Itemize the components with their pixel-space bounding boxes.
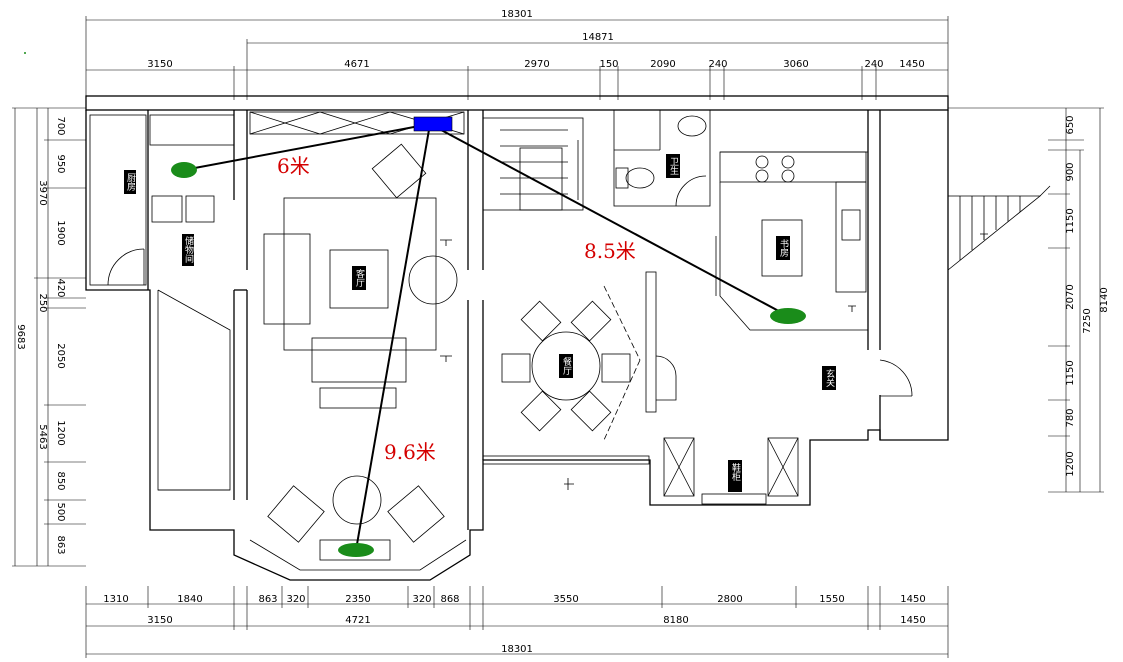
dim-bot2-1: 4721 bbox=[345, 615, 370, 626]
dim-bot-0: 1310 bbox=[103, 594, 128, 605]
dim-right-3: 2070 bbox=[1065, 284, 1076, 309]
dim-bot-5: 320 bbox=[412, 594, 431, 605]
room-study-tag: 书房 bbox=[776, 236, 790, 260]
dim-bot-9: 1550 bbox=[819, 594, 844, 605]
dim-left-1: 950 bbox=[55, 154, 66, 173]
dim-left-total: 9683 bbox=[15, 324, 26, 349]
dim-left-3: 420 bbox=[55, 278, 66, 297]
dim-top-5: 240 bbox=[708, 59, 727, 70]
room-entrance: 玄关 bbox=[824, 368, 835, 388]
dim-top-sub: 14871 bbox=[582, 32, 614, 43]
dim-right-6: 1200 bbox=[1065, 451, 1076, 476]
dim-left-7: 850 bbox=[55, 471, 66, 490]
dim-bot-8: 2800 bbox=[717, 594, 742, 605]
measure-living: 9.6米 bbox=[384, 440, 436, 464]
dim-top-6: 3060 bbox=[783, 59, 808, 70]
room-storage-left-tag: 储物间 bbox=[182, 234, 194, 266]
signal-lines bbox=[183, 123, 789, 551]
dim-left-5: 2050 bbox=[55, 343, 66, 368]
dim-bot-2: 863 bbox=[258, 594, 277, 605]
dim-left-mid-1: 5463 bbox=[37, 424, 48, 449]
line-to-living bbox=[355, 123, 431, 551]
dim-top-7: 240 bbox=[864, 59, 883, 70]
room-living: 客厅 bbox=[354, 268, 365, 287]
marker-study bbox=[770, 308, 806, 324]
left-dimensions bbox=[12, 107, 86, 567]
dim-left-4: 250 bbox=[37, 293, 48, 312]
dim-top-total: 18301 bbox=[501, 9, 533, 20]
room-entrance-tag: 玄关 bbox=[822, 366, 836, 390]
dim-right-2: 1150 bbox=[1065, 208, 1076, 233]
dim-right-total: 8140 bbox=[1099, 287, 1110, 312]
dim-right-5: 780 bbox=[1065, 408, 1076, 427]
dim-bot2-3: 1450 bbox=[900, 615, 925, 626]
room-study: 书房 bbox=[778, 239, 789, 258]
dim-right-0: 650 bbox=[1065, 115, 1076, 134]
room-living-tag: 客厅 bbox=[352, 266, 366, 290]
dim-bot-10: 1450 bbox=[900, 594, 925, 605]
dim-top-1: 4671 bbox=[344, 59, 369, 70]
line-to-kitchen bbox=[183, 123, 431, 171]
dim-right-1: 900 bbox=[1065, 162, 1076, 181]
room-shoe-cabinet: 鞋柜 bbox=[730, 462, 741, 482]
right-dimensions bbox=[948, 107, 1104, 493]
room-kitchen-left-tag: 厨房 bbox=[124, 170, 136, 194]
wall-marks bbox=[440, 233, 988, 490]
dim-left-8: 500 bbox=[55, 502, 66, 521]
dim-left-0: 700 bbox=[55, 116, 66, 135]
exterior-walls bbox=[85, 95, 949, 581]
room-storage-left: 储物间 bbox=[183, 235, 194, 264]
dim-top-4: 2090 bbox=[650, 59, 675, 70]
router-icon bbox=[413, 116, 453, 132]
dim-bot2-2: 8180 bbox=[663, 615, 688, 626]
measure-study: 8.5米 bbox=[584, 239, 636, 263]
marker-kitchen bbox=[171, 162, 197, 178]
dim-bot-4: 2350 bbox=[345, 594, 370, 605]
dim-left-6: 1200 bbox=[55, 420, 66, 445]
dim-right-mid: 7250 bbox=[1082, 308, 1093, 333]
dim-top-2: 2970 bbox=[524, 59, 549, 70]
stray-dot bbox=[24, 52, 26, 54]
dim-top-8: 1450 bbox=[899, 59, 924, 70]
room-shoe-cabinet-tag: 鞋柜 bbox=[728, 460, 742, 492]
dim-bot-total: 18301 bbox=[501, 644, 533, 655]
dim-top-0: 3150 bbox=[147, 59, 172, 70]
dim-left-2: 1900 bbox=[55, 220, 66, 245]
marker-living bbox=[338, 543, 374, 557]
top-dimensions bbox=[85, 16, 949, 100]
interior-lines bbox=[89, 109, 1051, 571]
room-bathroom-tag: 卫生 bbox=[666, 154, 680, 178]
room-bathroom: 卫生 bbox=[668, 157, 679, 175]
dim-bot2-0: 3150 bbox=[147, 615, 172, 626]
dim-bot-6: 868 bbox=[440, 594, 459, 605]
dim-bot-7: 3550 bbox=[553, 594, 578, 605]
bottom-dimensions bbox=[85, 586, 949, 658]
line-to-study bbox=[429, 123, 789, 317]
dim-left-mid-0: 3970 bbox=[37, 180, 48, 205]
room-dining-tag: 餐厅 bbox=[559, 354, 573, 378]
dim-top-3: 150 bbox=[599, 59, 618, 70]
room-dining: 餐厅 bbox=[561, 356, 572, 375]
dim-bot-3: 320 bbox=[286, 594, 305, 605]
dim-right-4: 1150 bbox=[1065, 360, 1076, 385]
measure-kitchen: 6米 bbox=[277, 154, 310, 178]
room-kitchen-left: 厨房 bbox=[125, 173, 136, 192]
dim-bot-1: 1840 bbox=[177, 594, 202, 605]
dim-left-9: 863 bbox=[55, 535, 66, 554]
